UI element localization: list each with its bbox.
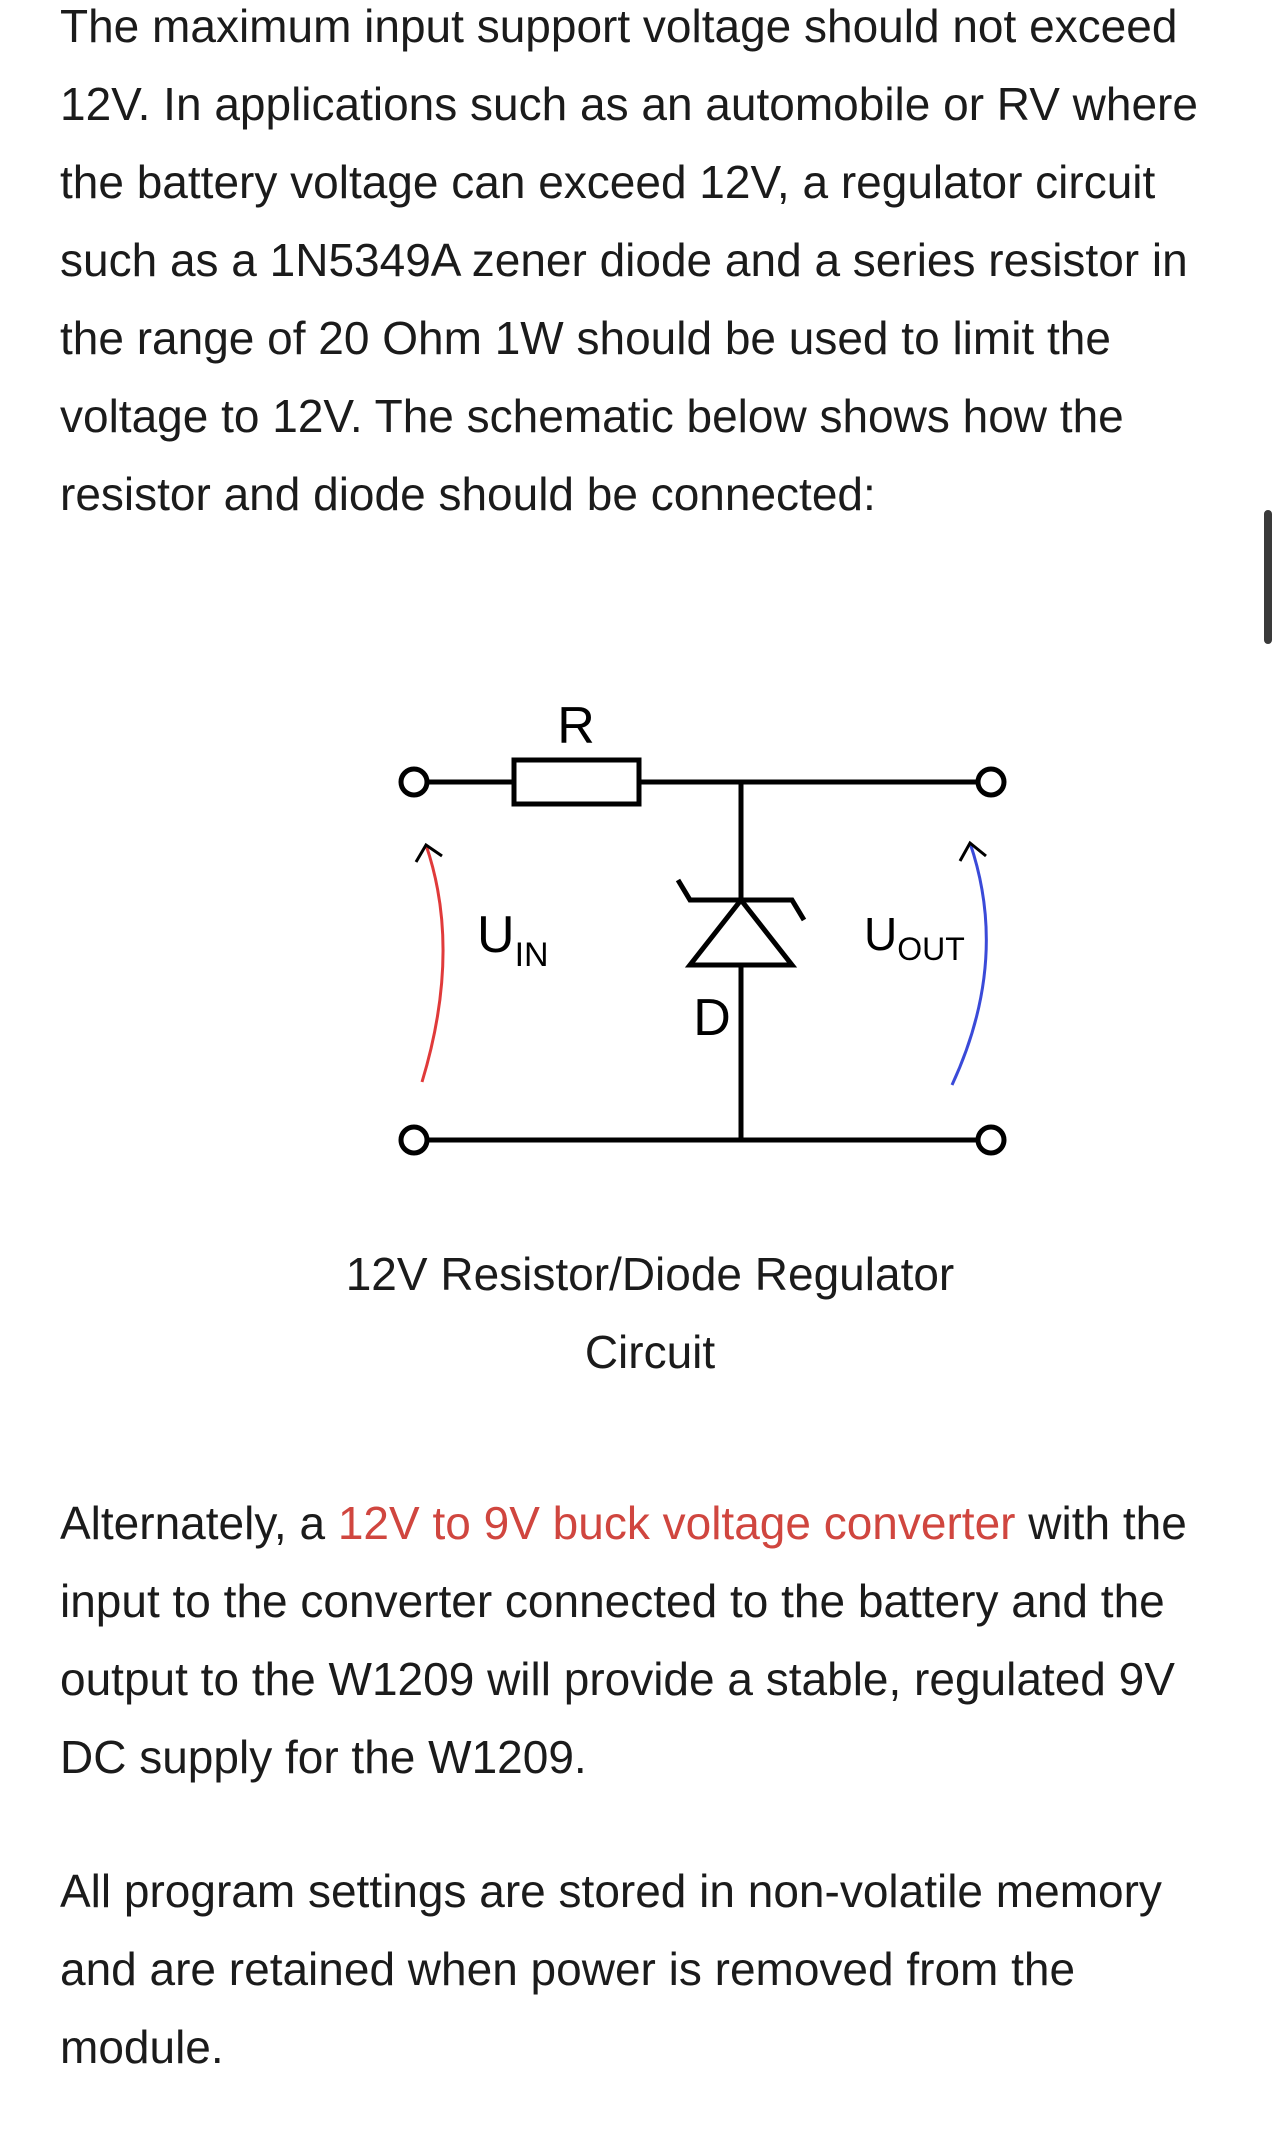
uin-label-main: U <box>477 906 515 964</box>
diode-label: D <box>693 989 731 1047</box>
uout-label-main: U <box>864 908 897 960</box>
uin-arrowhead <box>414 842 443 863</box>
paragraph2-text-end: with the input to the converter connecte… <box>60 1497 1187 1783</box>
uout-label: UOUT <box>864 908 965 967</box>
uin-label: UIN <box>477 906 549 974</box>
regulator-schematic-figure: R D UIN UOUT <box>380 680 1040 1170</box>
input-terminal-top <box>398 766 430 798</box>
uin-label-sub: IN <box>515 936 549 974</box>
resistor-symbol <box>511 757 642 807</box>
resistor-label: R <box>557 697 595 755</box>
input-terminal-bottom <box>398 1124 430 1156</box>
uout-arrowhead <box>958 840 987 862</box>
output-terminal-top <box>975 766 1007 798</box>
regulator-schematic: R D UIN UOUT <box>398 697 1007 1156</box>
uin-voltage-arrow <box>420 844 445 1083</box>
output-terminal-bottom <box>975 1124 1007 1156</box>
diode-triangle <box>684 895 798 968</box>
zener-bar <box>675 878 807 922</box>
caption-line-2: Circuit <box>584 1326 716 1378</box>
paragraph2-text-start: Alternately, a <box>60 1497 338 1549</box>
paragraph-voltage-limit: The maximum input support voltage should… <box>60 0 1198 520</box>
uout-voltage-arrow <box>950 842 988 1086</box>
figure-caption: 12V Resistor/Diode Regulator Circuit <box>60 1235 1240 1391</box>
paragraph-settings-memory: All program settings are stored in non-v… <box>60 1865 1162 2073</box>
scrollbar-thumb[interactable] <box>1264 510 1272 644</box>
paragraph-buck-converter: Alternately, a 12V to 9V buck voltage co… <box>60 1484 1240 1796</box>
buck-converter-link[interactable]: 12V to 9V buck voltage converter <box>337 1497 1016 1549</box>
uout-label-sub: OUT <box>897 931 965 967</box>
caption-line-1: 12V Resistor/Diode Regulator <box>345 1248 955 1300</box>
